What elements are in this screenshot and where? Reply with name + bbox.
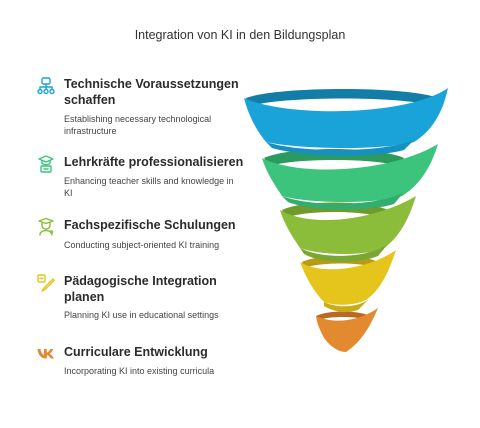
funnel-graphic <box>244 88 448 352</box>
step-description: Enhancing teacher skills and knowledge i… <box>64 176 234 198</box>
step-heading: Curriculare Entwicklung <box>64 345 208 359</box>
vk-logo-icon <box>37 349 54 359</box>
step-heading: Pädagogische Integration planen <box>64 274 217 304</box>
step-description: Conducting subject-oriented KI training <box>64 240 220 250</box>
pencil-plan-icon <box>37 274 55 292</box>
step-description: Establishing necessary technological inf… <box>64 114 212 136</box>
step-heading: Fachspezifische Schulungen <box>64 218 236 232</box>
step-heading: Technische Voraussetzungen schaffen <box>64 77 239 107</box>
graduate-icon <box>38 217 54 236</box>
step-heading: Lehrkräfte professionalisieren <box>64 155 244 169</box>
network-gear-icon <box>37 77 55 95</box>
step-description: Planning KI use in educational settings <box>64 310 219 320</box>
funnel-layer-technische-voraussetzungen <box>244 88 448 156</box>
teacher-board-icon <box>38 155 54 173</box>
diagram-title: Integration von KI in den Bildungsplan <box>134 28 346 42</box>
funnel-layer-curriculare-entwicklung <box>316 308 378 352</box>
step-description: Incorporating KI into existing curricula <box>64 366 215 376</box>
